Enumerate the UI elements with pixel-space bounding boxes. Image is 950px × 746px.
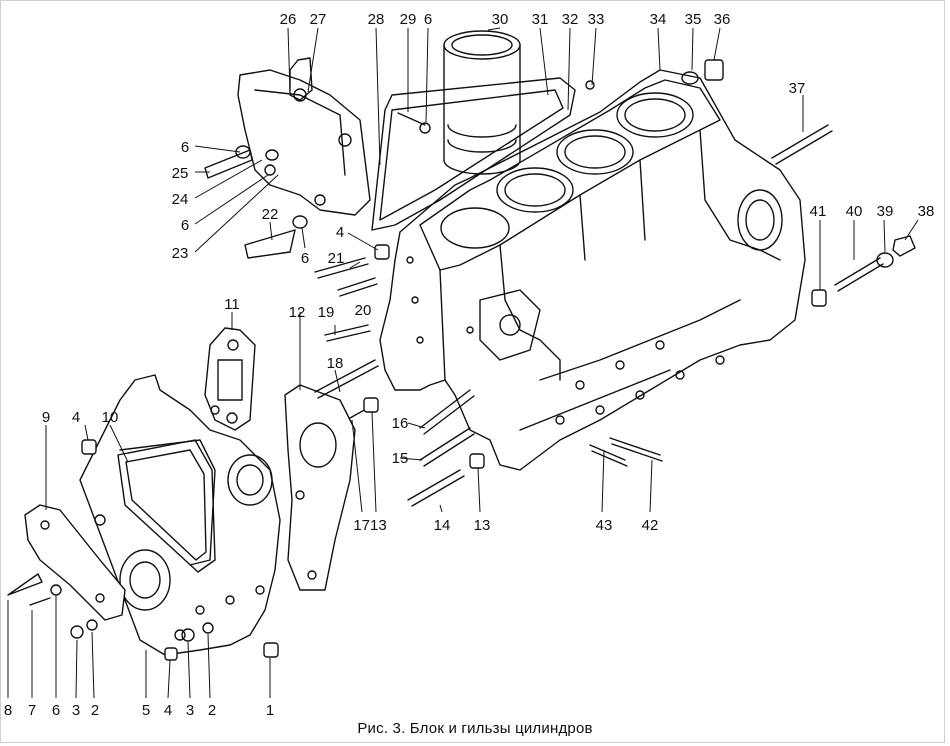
label-16: 16 bbox=[392, 415, 409, 432]
label-23: 23 bbox=[172, 245, 189, 262]
label-30: 30 bbox=[492, 11, 509, 28]
label-36: 36 bbox=[714, 11, 731, 28]
label-25: 25 bbox=[172, 165, 189, 182]
label-3-right: 3 bbox=[186, 702, 194, 719]
label-5: 5 bbox=[142, 702, 150, 719]
label-41: 41 bbox=[810, 203, 827, 220]
label-37: 37 bbox=[789, 80, 806, 97]
gasket-12 bbox=[284, 384, 356, 591]
small-parts bbox=[50, 59, 916, 661]
label-12: 12 bbox=[289, 304, 306, 321]
label-38: 38 bbox=[918, 203, 935, 220]
cylinder-liner bbox=[443, 30, 521, 175]
label-4-top: 4 bbox=[336, 224, 344, 241]
label-20: 20 bbox=[355, 302, 372, 319]
label-6-bottom: 6 bbox=[52, 702, 60, 719]
label-40: 40 bbox=[846, 203, 863, 220]
label-24: 24 bbox=[172, 191, 189, 208]
label-4-bottom: 4 bbox=[164, 702, 172, 719]
label-13: 13 bbox=[474, 517, 491, 534]
label-28: 28 bbox=[368, 11, 385, 28]
label-27: 27 bbox=[310, 11, 327, 28]
label-9: 9 bbox=[42, 409, 50, 426]
label-19: 19 bbox=[318, 304, 335, 321]
top-gasket bbox=[371, 77, 576, 231]
label-1: 1 bbox=[266, 702, 274, 719]
label-39: 39 bbox=[877, 203, 894, 220]
label-35: 35 bbox=[685, 11, 702, 28]
cover-plate bbox=[24, 504, 126, 621]
upper-housing bbox=[237, 57, 371, 216]
label-6-left: 6 bbox=[181, 139, 189, 156]
part-labels: 26 27 28 29 6 30 31 32 33 34 35 36 37 6 … bbox=[4, 11, 935, 719]
label-29: 29 bbox=[400, 11, 417, 28]
label-6-top: 6 bbox=[424, 11, 432, 28]
label-22: 22 bbox=[262, 206, 279, 223]
label-31: 31 bbox=[532, 11, 549, 28]
label-14: 14 bbox=[434, 517, 451, 534]
label-42: 42 bbox=[642, 517, 659, 534]
label-3-left: 3 bbox=[72, 702, 80, 719]
label-10: 10 bbox=[102, 409, 119, 426]
front-cover bbox=[79, 374, 281, 656]
label-2-right: 2 bbox=[208, 702, 216, 719]
label-6-mid: 6 bbox=[181, 217, 189, 234]
label-6-bolt: 6 bbox=[301, 250, 309, 267]
label-43: 43 bbox=[596, 517, 613, 534]
label-7: 7 bbox=[28, 702, 36, 719]
label-17-13: 1713 bbox=[353, 517, 386, 534]
label-4-cover: 4 bbox=[72, 409, 80, 426]
label-32: 32 bbox=[562, 11, 579, 28]
figure-caption: Рис. 3. Блок и гильзы цилиндров bbox=[357, 720, 593, 737]
label-8: 8 bbox=[4, 702, 12, 719]
label-2-left: 2 bbox=[91, 702, 99, 719]
leader-lines bbox=[7, 27, 919, 699]
label-15: 15 bbox=[392, 450, 409, 467]
label-33: 33 bbox=[588, 11, 605, 28]
label-21: 21 bbox=[328, 250, 345, 267]
gasket-11 bbox=[204, 327, 256, 431]
label-18: 18 bbox=[327, 355, 344, 372]
label-26: 26 bbox=[280, 11, 297, 28]
cover-gasket bbox=[117, 439, 216, 573]
label-34: 34 bbox=[650, 11, 667, 28]
label-11: 11 bbox=[224, 296, 240, 313]
